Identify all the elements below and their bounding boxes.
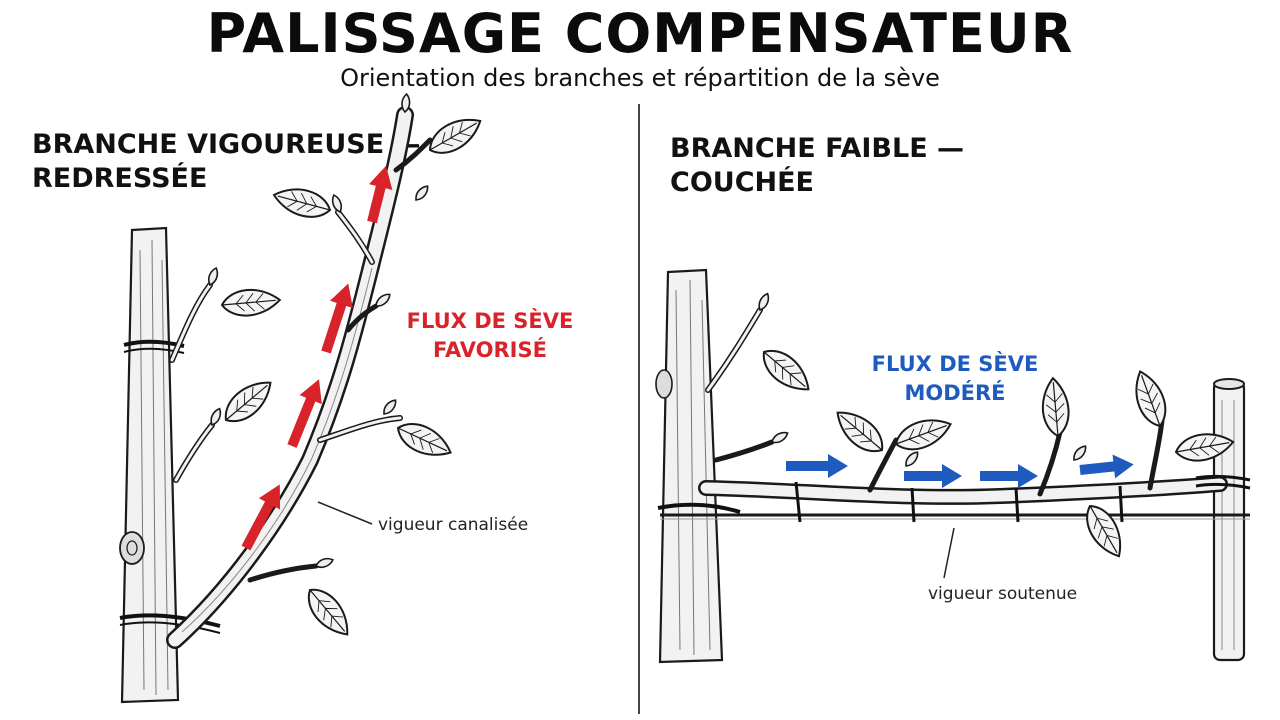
left-callout-label: vigueur canalisée: [378, 515, 529, 535]
left-heading-line1: BRANCHE VIGOUREUSE —: [32, 129, 421, 160]
left-side-twigs: [169, 265, 282, 483]
red-up-arrow-icon: [241, 484, 281, 551]
right-side-twigs: [705, 291, 818, 463]
right-callout-leader: [943, 527, 955, 579]
right-flux-label: FLUX DE SÈVE MODÉRÉ: [870, 350, 1040, 408]
red-up-arrow-icon: [367, 165, 393, 224]
red-up-arrows: [241, 165, 393, 551]
page-subtitle: Orientation des branches et répartition …: [340, 64, 940, 92]
left-flux-label: FLUX DE SÈVE FAVORISÉ: [400, 307, 580, 365]
right-heading-line1: BRANCHE FAIBLE —: [670, 133, 965, 164]
right-panel-heading: BRANCHE FAIBLE — COUCHÉE: [670, 132, 964, 200]
right-trunk: [655, 268, 724, 664]
left-callout-leader: [317, 501, 373, 525]
left-flux-line2: FAVORISÉ: [433, 338, 547, 362]
panel-divider: [638, 104, 640, 714]
left-panel-heading: BRANCHE VIGOUREUSE — REDRESSÉE: [32, 128, 421, 196]
right-support-wire: [660, 513, 1250, 520]
right-wire-ties: [657, 474, 1251, 523]
blue-right-arrow-icon: [1079, 454, 1134, 479]
page-title: PALISSAGE COMPENSATEUR: [206, 2, 1074, 65]
right-flux-line2: MODÉRÉ: [904, 381, 1006, 405]
right-heading-line2: COUCHÉE: [670, 167, 814, 198]
blue-right-arrow-icon: [980, 464, 1038, 488]
blue-right-arrow-icon: [904, 464, 962, 488]
left-upright-branch: [166, 92, 488, 649]
red-up-arrow-icon: [321, 283, 353, 354]
right-callout-label: vigueur soutenue: [928, 584, 1078, 604]
red-up-arrow-icon: [287, 379, 322, 448]
left-trunk: [119, 226, 180, 704]
right-flux-line1: FLUX DE SÈVE: [871, 352, 1039, 376]
blue-right-arrow-icon: [786, 454, 848, 478]
left-flux-line1: FLUX DE SÈVE: [406, 309, 574, 333]
blue-right-arrows: [786, 454, 1134, 488]
right-horizontal-branch: [698, 366, 1237, 564]
left-heading-line2: REDRESSÉE: [32, 163, 208, 194]
